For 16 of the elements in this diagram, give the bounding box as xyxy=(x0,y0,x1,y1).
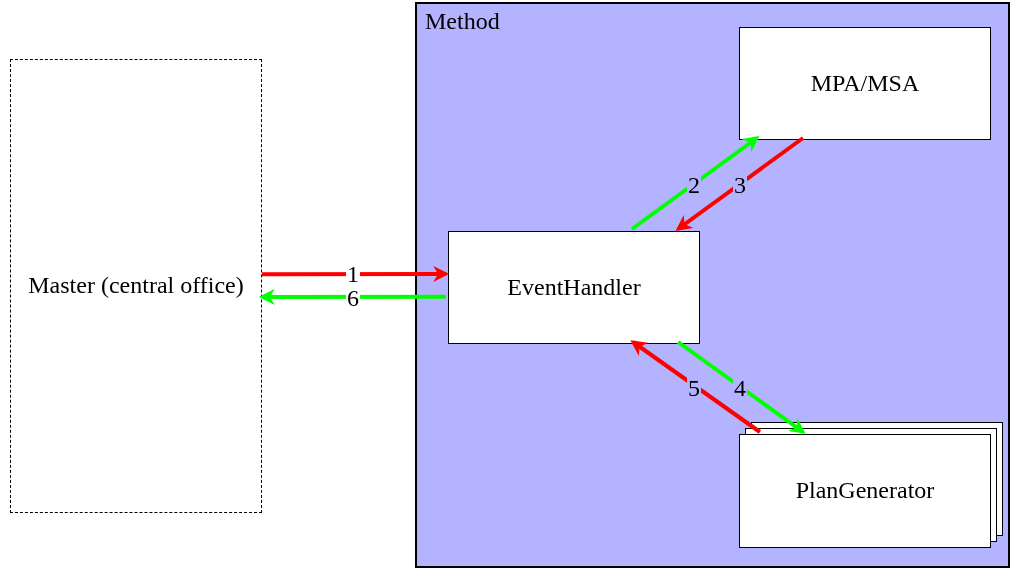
arrow xyxy=(676,340,806,434)
arrow xyxy=(630,340,762,434)
node-label: Master (central office) xyxy=(28,271,244,301)
node-label: PlanGenerator xyxy=(795,476,935,506)
node-label: EventHandler xyxy=(507,272,641,302)
arrow xyxy=(258,288,446,305)
process-box xyxy=(739,27,991,140)
arrow xyxy=(630,136,760,231)
group-panel xyxy=(415,2,1010,568)
arrow xyxy=(675,136,805,231)
arrow xyxy=(262,266,450,282)
group-title: Method xyxy=(425,8,500,35)
dashed-box xyxy=(10,59,262,513)
process-box xyxy=(448,231,700,344)
stacked-box xyxy=(739,434,991,548)
node-label: MPA/MSA xyxy=(810,68,920,98)
